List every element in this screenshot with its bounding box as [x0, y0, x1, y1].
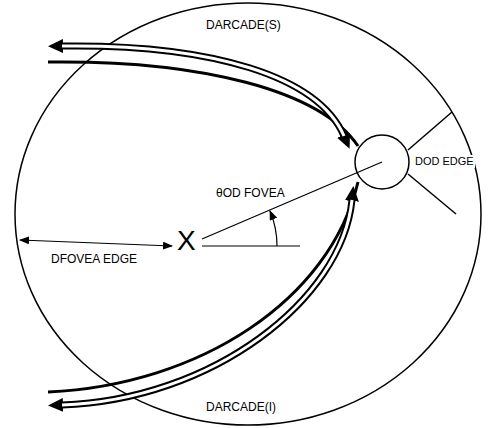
- double-arrow: [62, 46, 344, 136]
- reference-line: [202, 245, 300, 246]
- angle-arc: [270, 211, 277, 246]
- dimension-label: DFOVEA EDGE: [50, 252, 138, 266]
- od-edge-line: [408, 174, 456, 214]
- od-edge-line: [408, 112, 452, 150]
- angle-line: [202, 162, 382, 239]
- dimension-label: DARCADE(S): [205, 18, 282, 32]
- double-arrow-core: [62, 46, 344, 136]
- dimension-arrow: [20, 240, 172, 246]
- double-arrow-core: [62, 200, 352, 405]
- double-arrow: [62, 200, 352, 405]
- fovea-marker: X: [176, 226, 197, 256]
- fundus-outline: [15, 3, 481, 425]
- dimension-label: DOD EDGE: [414, 155, 475, 168]
- angle-label: θOD FOVEA: [215, 186, 286, 200]
- superior-arcade: [48, 62, 358, 146]
- dimension-label: DARCADE(I): [205, 400, 277, 414]
